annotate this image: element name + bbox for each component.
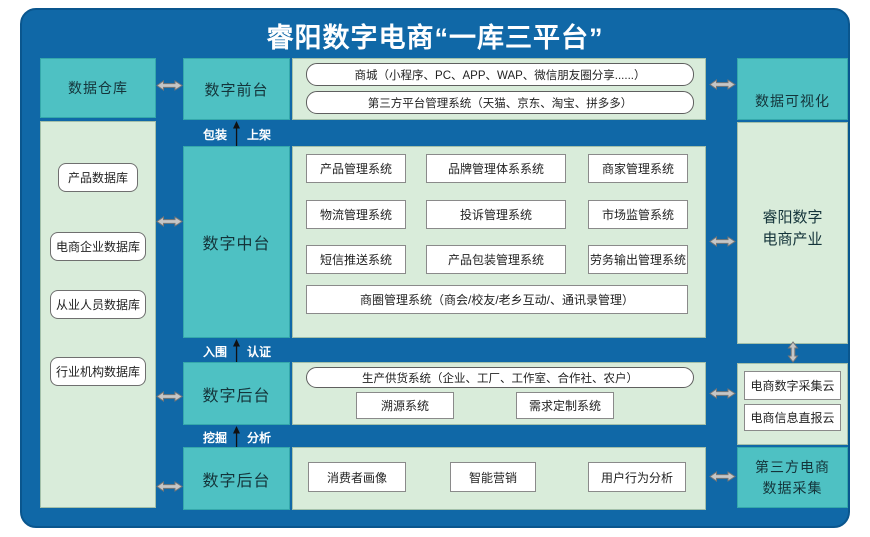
system-box-user-behavior: 用户行为分析 (588, 462, 686, 492)
industry-box: 睿阳数字 电商产业 (737, 122, 848, 344)
data-visualization-header: 数据可视化 (737, 58, 848, 120)
double-arrow-icon (156, 80, 183, 91)
system-box-demand-customization: 需求定制系统 (516, 392, 614, 419)
connector-label-listing: 上架 (247, 128, 272, 142)
database-item-industry-org: 行业机构数据库 (50, 357, 146, 386)
system-box-product-mgmt: 产品管理系统 (306, 154, 406, 183)
connector-label-analysis: 分析 (247, 431, 272, 445)
cloud-box-data-collection: 电商数字采集云 (744, 371, 841, 400)
third-party-collection-line2: 数据采集 (762, 479, 823, 496)
system-box-consumer-profile: 消费者画像 (308, 462, 406, 492)
industry-line1: 睿阳数字 (762, 209, 823, 226)
connector-label-shortlist: 入围 (202, 345, 227, 359)
diagram-title: 睿阳数字电商“一库三平台” (266, 23, 604, 53)
system-box-brand-mgmt: 品牌管理体系系统 (426, 154, 566, 183)
system-box-traceability: 溯源系统 (356, 392, 454, 419)
third-party-collection-box: 第三方电商 数据采集 (737, 447, 848, 508)
double-arrow-icon (156, 481, 183, 492)
database-item-enterprise: 电商企业数据库 (50, 232, 146, 261)
double-arrow-icon (156, 391, 183, 402)
connector-label-certification: 认证 (247, 345, 272, 359)
up-arrow-icon (232, 338, 241, 362)
up-arrow-icon (232, 120, 241, 146)
front-stage-label: 数字前台 (183, 58, 290, 120)
supply-system-pill: 生产供货系统（企业、工厂、工作室、合作社、农户） (306, 367, 694, 388)
double-arrow-icon (156, 216, 183, 227)
system-box-packaging-mgmt: 产品包装管理系统 (426, 245, 566, 274)
system-box-labor-output: 劳务输出管理系统 (588, 245, 688, 274)
system-box-sms-push: 短信推送系统 (306, 245, 406, 274)
mall-system-pill: 商城（小程序、PC、APP、WAP、微信朋友圈分享......） (306, 63, 694, 86)
double-arrow-icon (709, 236, 736, 247)
middle-stage-label: 数字中台 (183, 146, 290, 338)
system-box-complaint-mgmt: 投诉管理系统 (426, 200, 566, 229)
system-box-logistics-mgmt: 物流管理系统 (306, 200, 406, 229)
system-box-business-circle: 商圈管理系统（商会/校友/老乡互动/、通讯录管理） (306, 285, 688, 314)
industry-line2: 电商产业 (762, 230, 823, 248)
back-stage1-label: 数字后台 (183, 362, 290, 425)
third-party-platform-pill: 第三方平台管理系统（天猫、京东、淘宝、拼多多） (306, 91, 694, 114)
up-arrow-icon (232, 425, 241, 447)
connector-label-mining: 挖掘 (202, 431, 227, 445)
system-box-merchant-mgmt: 商家管理系统 (588, 154, 688, 183)
database-item-product: 产品数据库 (58, 163, 138, 192)
vertical-double-arrow-icon (787, 341, 799, 363)
double-arrow-icon (709, 79, 736, 90)
double-arrow-icon (709, 388, 736, 399)
cloud-box-info-report: 电商信息直报云 (744, 404, 841, 431)
back-stage2-label: 数字后台 (183, 447, 290, 510)
double-arrow-icon (709, 471, 736, 482)
data-warehouse-header: 数据仓库 (40, 58, 156, 118)
third-party-collection-line1: 第三方电商 (755, 459, 830, 476)
database-item-personnel: 从业人员数据库 (50, 290, 146, 319)
system-box-market-supervision: 市场监管系统 (588, 200, 688, 229)
system-box-smart-marketing: 智能营销 (450, 462, 536, 492)
connector-label-packaging: 包装 (202, 128, 227, 142)
